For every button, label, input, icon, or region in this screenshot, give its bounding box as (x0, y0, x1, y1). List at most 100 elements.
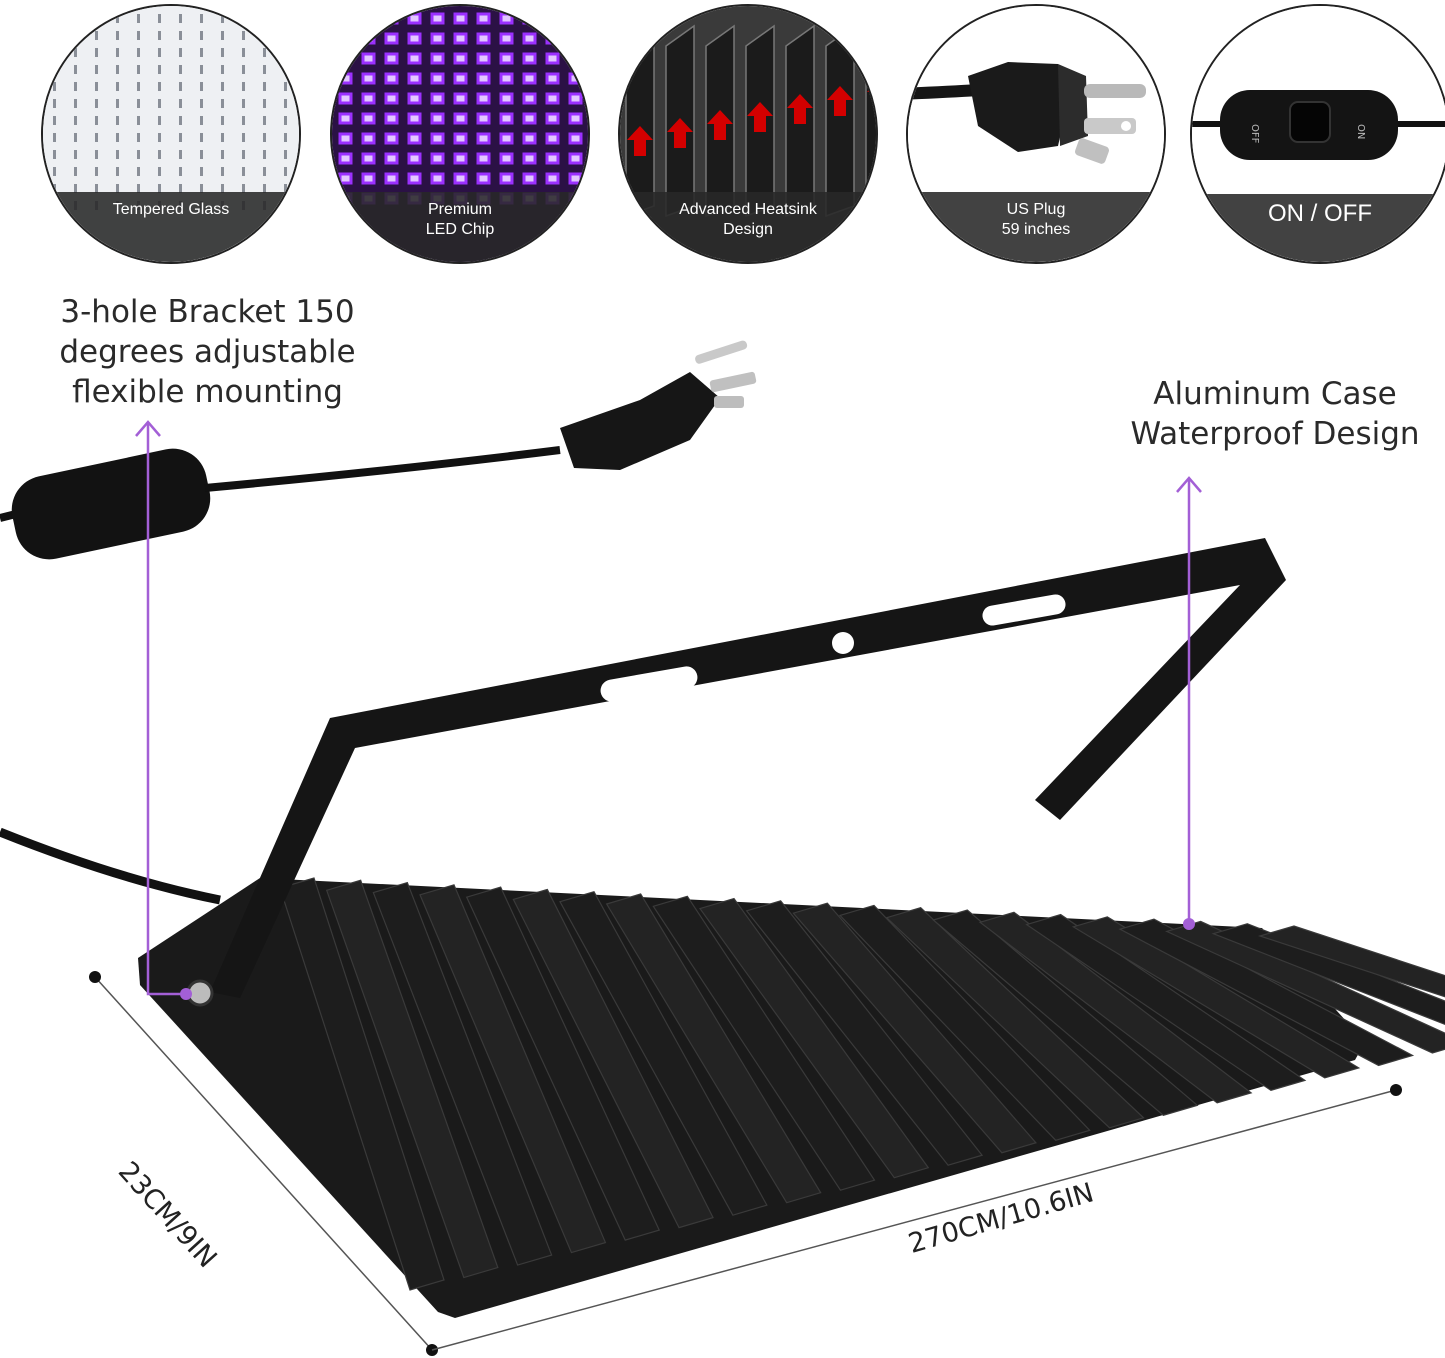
feature-tempered-glass: Tempered Glass (41, 4, 301, 264)
led-chip (568, 172, 583, 185)
mounting-bracket (210, 538, 1286, 998)
led-chip (476, 12, 491, 25)
glass-mark (116, 150, 119, 159)
glass-mark (116, 31, 119, 40)
led-chip (430, 112, 445, 125)
glass-mark (158, 99, 161, 108)
feature-label-line: ON / OFF (1268, 200, 1372, 227)
heat-flow-arrow (667, 118, 693, 148)
led-chip (384, 32, 399, 45)
led-chip (499, 112, 514, 125)
glass-mark (158, 82, 161, 91)
glass-mark (284, 150, 287, 159)
glass-mark (74, 14, 77, 23)
glass-mark (95, 184, 98, 193)
led-chip (384, 132, 399, 145)
glass-mark (200, 116, 203, 125)
plug-cable (204, 446, 561, 492)
led-chip (384, 52, 399, 65)
led-chip (430, 132, 445, 145)
heatsink-fin (465, 886, 661, 1241)
glass-mark (179, 167, 182, 176)
glass-mark (242, 184, 245, 193)
glass-mark (179, 99, 182, 108)
glass-mark (74, 99, 77, 108)
glass-mark (263, 150, 266, 159)
glass-mark (158, 184, 161, 193)
heatsink-fin (605, 893, 822, 1204)
heat-flow-arrow (627, 126, 653, 156)
heatsink-fin (1257, 925, 1445, 998)
glass-mark (284, 167, 287, 176)
glass-mark (200, 99, 203, 108)
led-chip (338, 152, 353, 165)
led-chip (545, 52, 560, 65)
glass-mark (137, 82, 140, 91)
glass-mark (137, 14, 140, 23)
led-chip (361, 92, 376, 105)
led-chip (430, 32, 445, 45)
glass-mark (263, 65, 266, 74)
led-chip (568, 152, 583, 165)
led-chip (361, 112, 376, 125)
led-chip (384, 72, 399, 85)
glass-mark (221, 82, 224, 91)
bracket-slot (982, 594, 1066, 626)
heatsink-fin (699, 897, 930, 1179)
led-chip (545, 12, 560, 25)
glass-mark (263, 133, 266, 142)
glass-mark (242, 167, 245, 176)
led-chip (338, 52, 353, 65)
feature-label-line: Premium (427, 201, 492, 218)
led-chip (338, 12, 353, 25)
glass-mark (53, 167, 56, 176)
bracket-slot (600, 666, 698, 702)
heatsink-fin (325, 879, 499, 1279)
glass-mark (137, 99, 140, 108)
led-chip (476, 172, 491, 185)
glass-mark (158, 150, 161, 159)
glass-mark (221, 116, 224, 125)
led-chip (453, 12, 468, 25)
led-chip (476, 132, 491, 145)
led-chip (361, 12, 376, 25)
glass-mark (95, 65, 98, 74)
glass-mark (137, 48, 140, 57)
led-chip (453, 52, 468, 65)
glass-mark (74, 150, 77, 159)
heatsink-fin (652, 895, 876, 1191)
heat-flow-arrow (827, 86, 853, 116)
led-chip (430, 12, 445, 25)
glass-mark (221, 133, 224, 142)
led-chip (522, 92, 537, 105)
glass-mark (242, 31, 245, 40)
led-chip (568, 132, 583, 145)
glass-mark (200, 82, 203, 91)
heatsink-fin (372, 881, 553, 1266)
glass-mark (242, 99, 245, 108)
led-chip (476, 112, 491, 125)
feature-label: ON / OFF (1192, 194, 1445, 262)
glass-mark (116, 167, 119, 176)
glass-mark (263, 48, 266, 57)
glass-mark (53, 150, 56, 159)
glass-mark (116, 48, 119, 57)
feature-label-line: US Plug (1006, 201, 1066, 218)
glass-mark (53, 31, 56, 40)
heatsink-fin (932, 909, 1199, 1116)
glass-mark (137, 133, 140, 142)
led-chip (361, 52, 376, 65)
feature-label-line: 59 inches (1001, 221, 1071, 238)
feature-label-line: LED Chip (425, 221, 495, 238)
glass-mark (179, 65, 182, 74)
led-chip (522, 12, 537, 25)
heat-flow-arrow (707, 110, 733, 140)
glass-mark (53, 133, 56, 142)
led-chip (361, 32, 376, 45)
glass-mark (137, 184, 140, 193)
heatsink-fin (512, 888, 714, 1229)
led-chip (430, 92, 445, 105)
glass-mark (95, 48, 98, 57)
led-chip (568, 112, 583, 125)
